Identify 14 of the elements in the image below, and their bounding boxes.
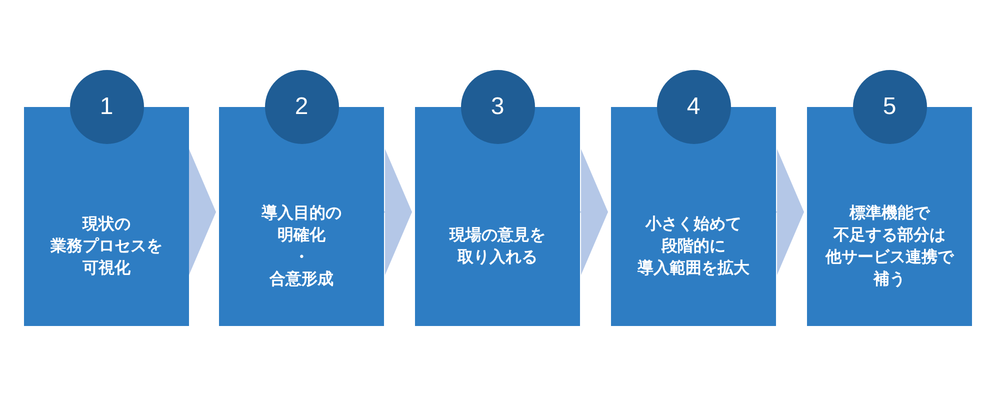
step-text: 導入目的の明確化・合意形成: [262, 202, 342, 290]
step-number: 2: [294, 93, 308, 121]
step-text: 現場の意見を取り入れる: [450, 224, 546, 268]
step-text: 小さく始めて段階的に導入範囲を拡大: [638, 212, 750, 278]
step-number: 5: [882, 93, 896, 121]
step-number: 1: [100, 93, 114, 121]
step-text: 現状の業務プロセスを可視化: [50, 212, 162, 278]
chevron-arrow: [188, 149, 216, 275]
step-number: 3: [490, 93, 504, 121]
step-number: 4: [686, 93, 700, 121]
step-text: 標準機能で不足する部分は他サービス連携で補う: [826, 202, 954, 290]
chevron-arrow: [580, 149, 608, 275]
chevron-arrow: [384, 149, 412, 275]
chevron-arrow: [776, 149, 804, 275]
